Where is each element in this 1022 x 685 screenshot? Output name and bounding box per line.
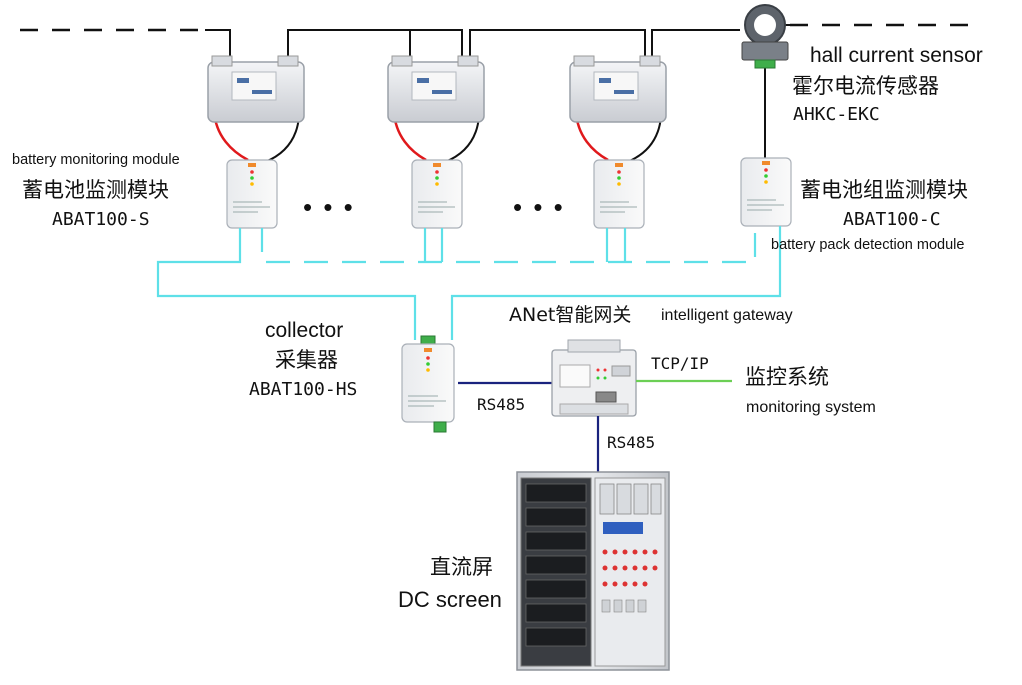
monitoring-en-label: monitoring system [746, 399, 876, 416]
cyan-bus-wiring [156, 226, 782, 340]
hall-sensor-cn-label: 霍尔电流传感器 [792, 74, 939, 98]
battery-module-2 [411, 159, 463, 229]
battery-module-1 [226, 159, 278, 229]
battery-1 [207, 55, 305, 123]
collector-en-label: collector [265, 319, 344, 342]
battery-pack-module [740, 157, 792, 227]
battery-module-cn-label: 蓄电池监测模块 [22, 178, 169, 202]
pack-module-cn-label: 蓄电池组监测模块 [800, 178, 968, 202]
rs485-gateway-label: RS485 [607, 433, 656, 452]
rs485-collector-label: RS485 [477, 395, 526, 414]
pack-module-en-label: battery pack detection module [771, 237, 965, 253]
battery-module-en-label: battery monitoring module [12, 152, 180, 168]
gateway-en-label: intelligent gateway [661, 307, 793, 324]
hall-sensor-en-label: hall current sensor [810, 44, 983, 67]
hall-sensor-icon [741, 4, 789, 69]
collector-model-label: ABAT100-HS [249, 379, 358, 400]
dc-screen-cn-label: 直流屏 [430, 555, 493, 579]
gateway-device [551, 339, 637, 417]
battery-2 [387, 55, 485, 123]
battery-3 [569, 55, 667, 123]
ellipsis-1: • • • [303, 192, 355, 222]
pack-module-model-label: ABAT100-C [843, 209, 941, 230]
collector-cn-label: 采集器 [275, 348, 338, 372]
battery-module-model-label: ABAT100-S [52, 209, 150, 230]
dc-screen-en-label: DC screen [398, 587, 502, 612]
gateway-cn-label: ANet智能网关 [509, 304, 632, 326]
tcpip-label: TCP/IP [651, 354, 709, 373]
battery-module-3 [593, 159, 645, 229]
hall-sensor-model-label: AHKC-EKC [793, 104, 880, 125]
ellipsis-2: • • • [513, 192, 565, 222]
collector-device [401, 335, 455, 433]
dc-screen-cabinet [516, 471, 670, 671]
monitoring-cn-label: 监控系统 [745, 365, 829, 389]
